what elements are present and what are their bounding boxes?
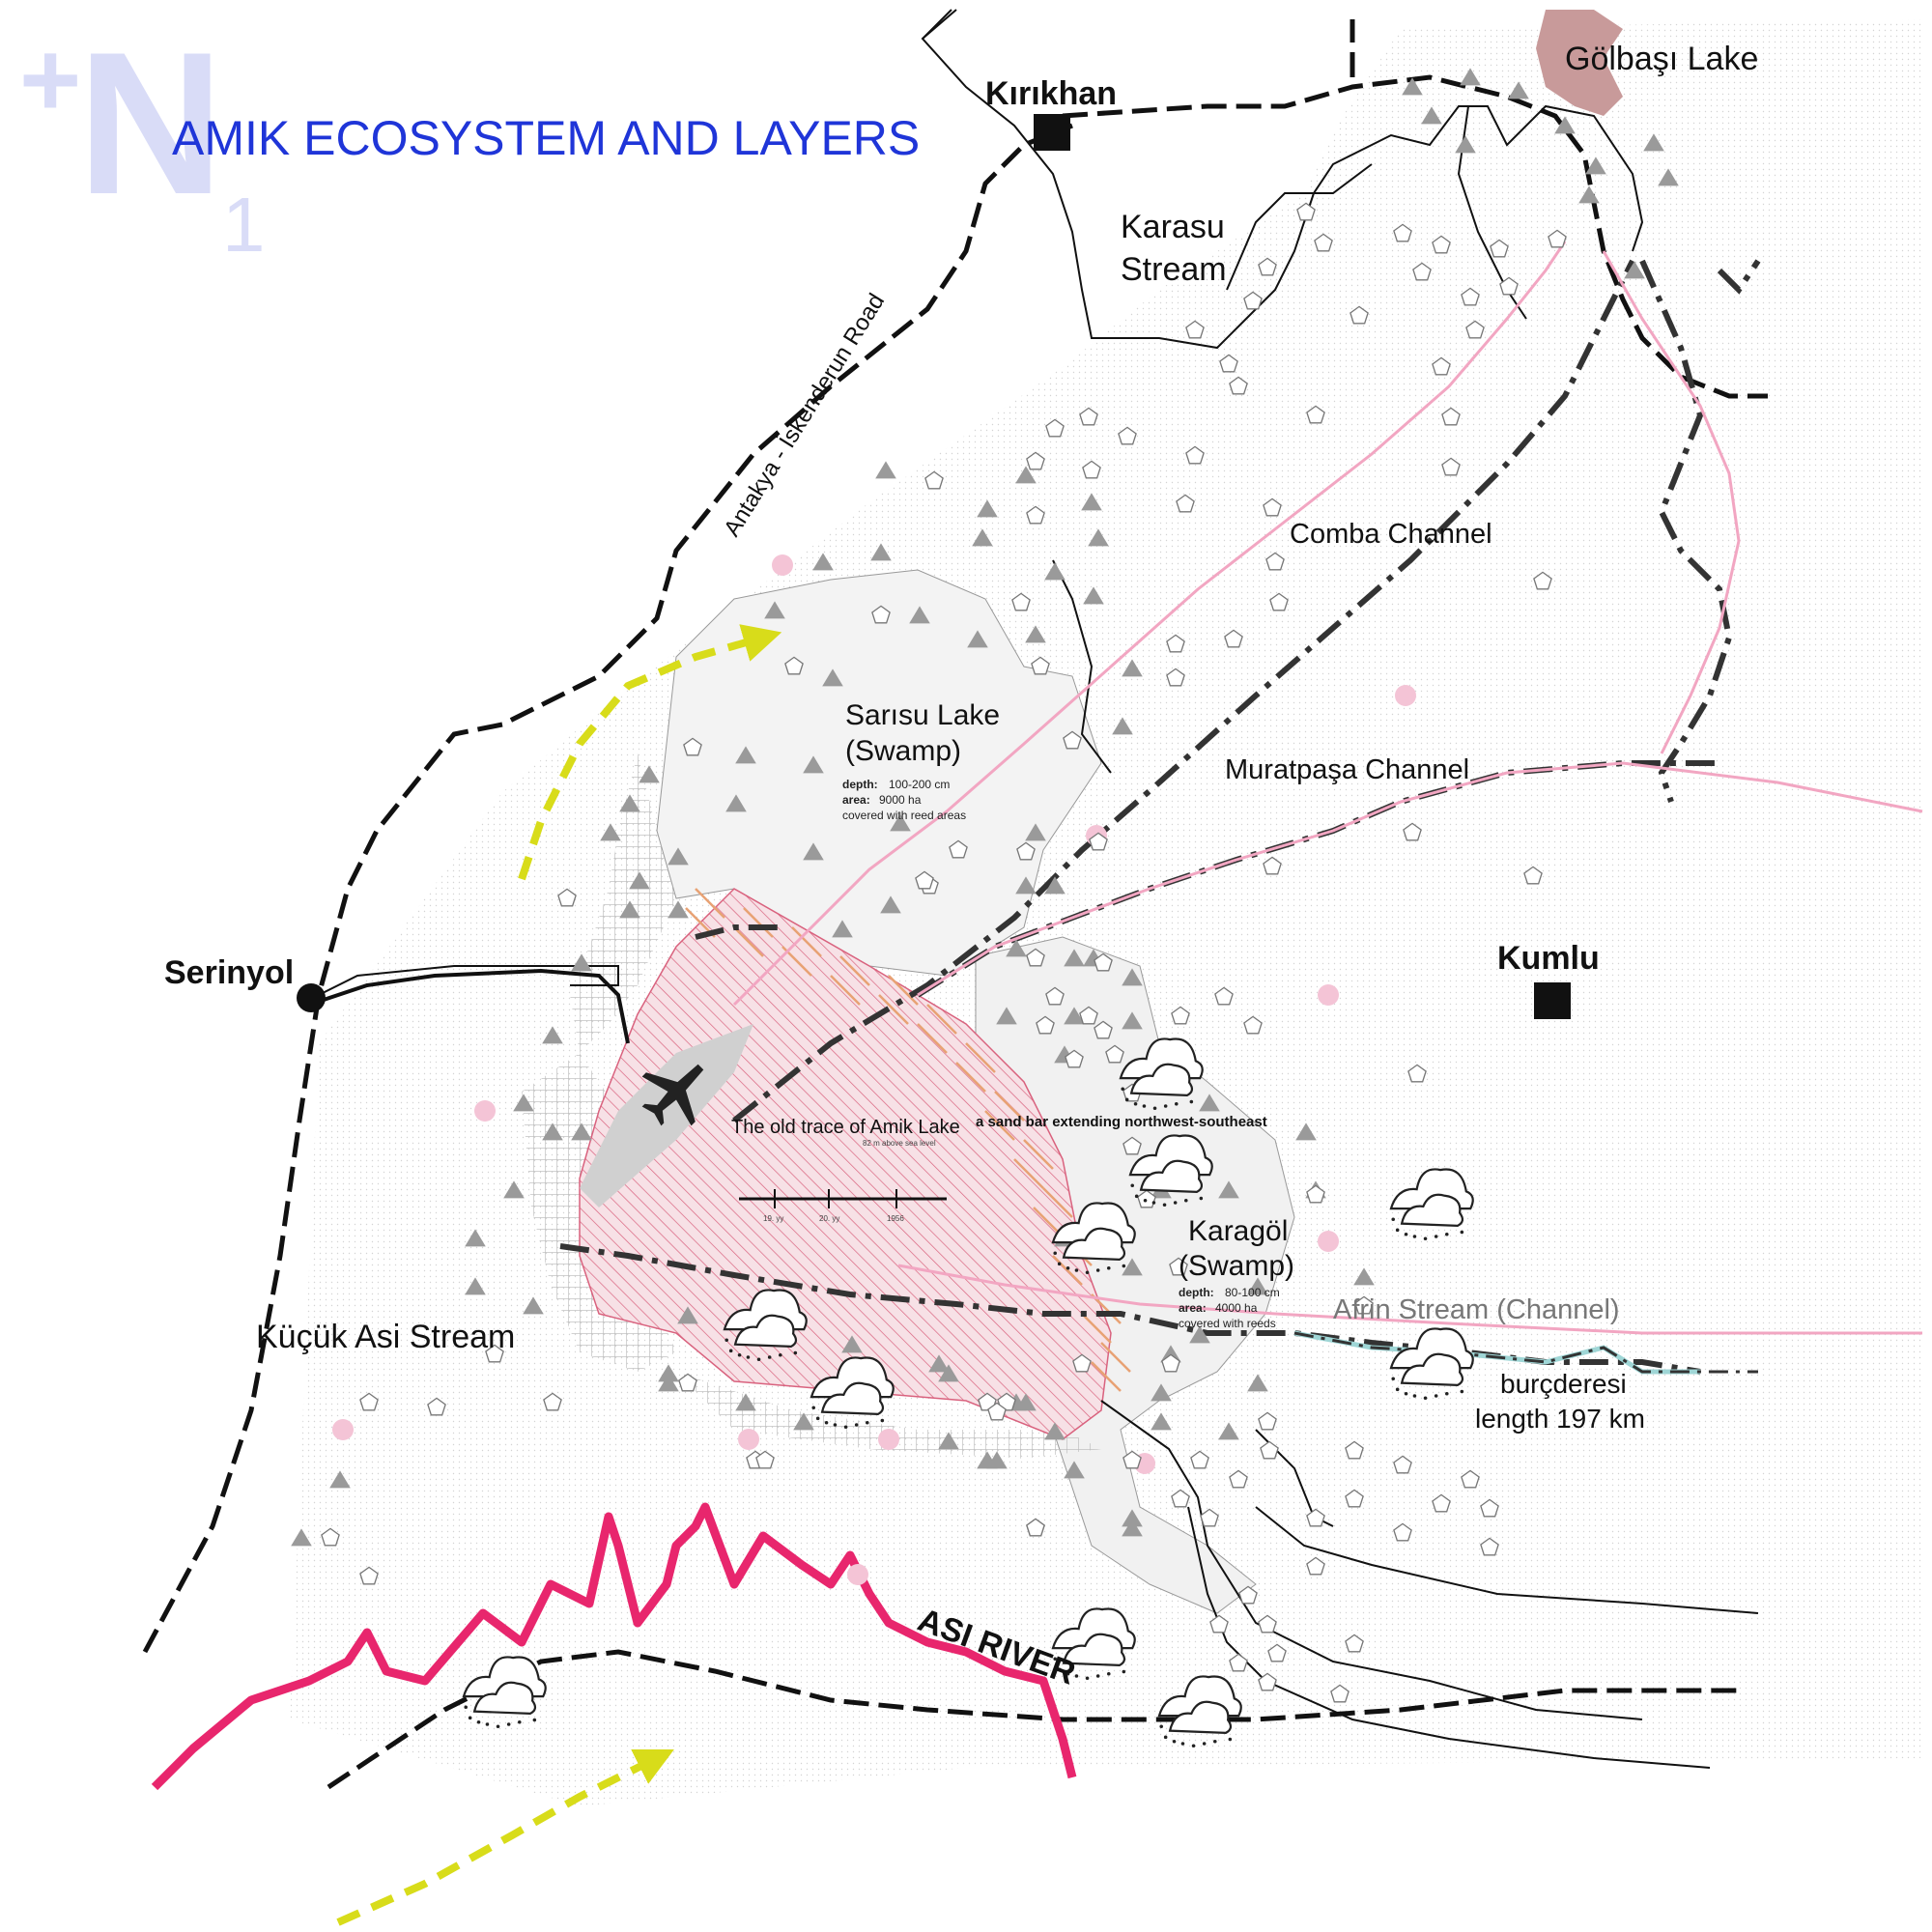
wind-arrow-south xyxy=(336,1749,674,1926)
karagol-depth-key: depth: xyxy=(1179,1286,1214,1299)
label-burcderesi-length: length 197 km xyxy=(1475,1404,1645,1434)
wind-arrow-north xyxy=(518,624,782,881)
karagol-depth-value: 80-100 cm xyxy=(1225,1286,1280,1299)
label-karagol-2: (Swamp) xyxy=(1179,1250,1294,1282)
sarisu-swamp-area xyxy=(656,569,1102,977)
settlement-grid-south xyxy=(676,1372,1101,1459)
label-karagol-1: Karagöl xyxy=(1188,1215,1288,1247)
label-karasu-2: Stream xyxy=(1121,251,1227,288)
label-serinyol: Serinyol xyxy=(164,954,294,991)
timeline-20yy: 20. yy xyxy=(819,1214,839,1223)
label-kirikhan: Kırıkhan xyxy=(985,75,1117,112)
kumlu-marker xyxy=(1534,982,1571,1019)
north-letter: N xyxy=(77,10,224,237)
burcderesi-dashes xyxy=(1293,1331,1758,1374)
label-antakya-iskenderun-road: Antakya - İskenderun Road xyxy=(719,289,890,541)
label-comba-channel: Comba Channel xyxy=(1290,519,1492,550)
north-plus: + xyxy=(19,20,81,139)
label-karasu-1: Karasu xyxy=(1121,209,1225,245)
old-amik-lake-trace xyxy=(579,888,1112,1440)
label-afrin-stream: Afrin Stream (Channel) xyxy=(1333,1294,1620,1325)
golbasi-lake-shape xyxy=(1536,10,1623,116)
serinyol-marker xyxy=(297,983,326,1012)
karagol-area-value: 4000 ha xyxy=(1215,1301,1258,1315)
label-amik-trace: The old trace of Amik Lake xyxy=(731,1117,960,1138)
label-golbasi-lake: Gölbaşı Lake xyxy=(1565,41,1758,77)
timeline-1956: 1956 xyxy=(887,1214,904,1223)
label-sand-bar: a sand bar extending northwest-southeast xyxy=(976,1114,1267,1130)
sarisu-area-key: area: xyxy=(842,793,870,807)
north-index: 1 xyxy=(222,182,266,268)
karagol-area-key: area: xyxy=(1179,1301,1207,1315)
sarisu-depth-key: depth: xyxy=(842,778,878,791)
timeline-19yy: 19. yy xyxy=(763,1214,783,1223)
kirikhan-marker xyxy=(1034,114,1070,151)
amik-timeline: 19. yy 20. yy 1956 xyxy=(739,1189,947,1223)
sarisu-info: depth: 100-200 cm area: 9000 ha covered … xyxy=(842,778,966,822)
label-sarisu-1: Sarısu Lake xyxy=(845,699,1000,731)
asi-river-line xyxy=(151,1502,1077,1791)
karagol-info: depth: 80-100 cm area: 4000 ha covered w… xyxy=(1179,1286,1280,1330)
label-burcderesi: burçderesi xyxy=(1500,1369,1627,1399)
label-amik-elevation: 82 m above sea level xyxy=(863,1139,936,1148)
label-kucuk-asi-stream: Küçük Asi Stream xyxy=(256,1319,515,1355)
sarisu-depth-value: 100-200 cm xyxy=(889,778,950,791)
settlement-grid-north xyxy=(570,753,676,1053)
canals-pink-overlay xyxy=(732,241,1923,1335)
karagol-note: covered with reeds xyxy=(1179,1317,1276,1330)
label-sarisu-2: (Swamp) xyxy=(845,735,961,767)
label-kumlu: Kumlu xyxy=(1497,940,1600,977)
map-title: AMIK ECOSYSTEM AND LAYERS xyxy=(172,111,920,165)
streams xyxy=(308,9,1759,1769)
sarisu-area-value: 9000 ha xyxy=(879,793,922,807)
serinyol-road xyxy=(308,968,630,1044)
sarisu-note: covered with reed areas xyxy=(842,809,966,822)
label-muratpasa-channel: Muratpaşa Channel xyxy=(1225,754,1469,785)
airport-runway-area xyxy=(580,1024,753,1208)
